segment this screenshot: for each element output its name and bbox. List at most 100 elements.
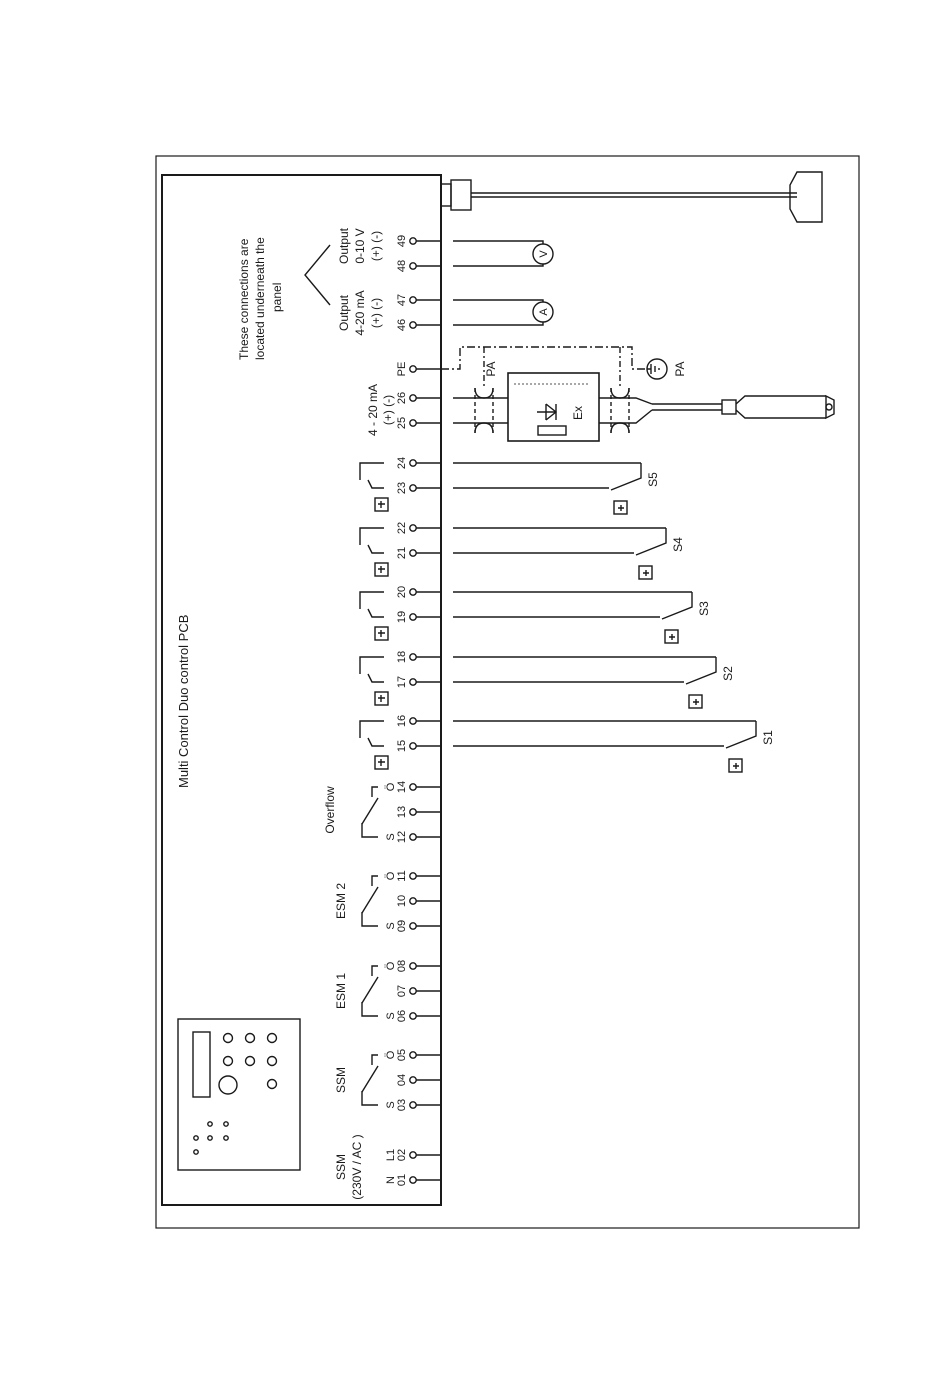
panel-button-icon — [222, 1032, 234, 1044]
panel-led-icon — [207, 1135, 213, 1141]
terminal-15: 15 — [396, 740, 441, 752]
ex-marker-icon — [728, 758, 743, 773]
ex-marker-icon — [374, 626, 389, 641]
contact-s-label-esm1: S — [385, 1012, 397, 1019]
terminal-label-20: 20 — [396, 586, 408, 598]
group-overflow: Overflow — [323, 786, 337, 834]
resistor-icon — [537, 425, 567, 436]
terminal-label-18: 18 — [396, 651, 408, 663]
terminal-label-26: 26 — [396, 392, 408, 404]
level-sensor-icon — [789, 171, 823, 223]
panel-led-icon — [223, 1135, 229, 1141]
panel-button-icon — [266, 1078, 278, 1090]
terminal-pe: PE — [396, 362, 441, 376]
terminal-label-49: 49 — [396, 235, 408, 247]
terminal-03: 03 — [396, 1099, 441, 1111]
contact-s-label-esm2: S — [385, 922, 397, 929]
terminal-label-07: 07 — [396, 985, 408, 997]
relay-contact-ssm: SÖ — [361, 1050, 397, 1109]
internal-bridge-19-20 — [359, 591, 389, 641]
ex-barrier: Ex — [507, 372, 600, 442]
switch-label-s4: S4 — [671, 537, 685, 552]
terminal-label-08: 08 — [396, 960, 408, 972]
switch-loop-s5: S5 — [453, 462, 660, 515]
ex-label: Ex — [571, 406, 585, 420]
terminal-02: 02 — [396, 1149, 441, 1161]
contact-o-label-ssm: Ö — [385, 1050, 397, 1059]
voltmeter: V — [532, 243, 554, 265]
control-panel — [177, 1018, 301, 1171]
terminal-label-13: 13 — [396, 806, 408, 818]
contact-o-label-esm2: Ö — [385, 871, 397, 880]
note-line-3: panel — [270, 283, 284, 312]
cable-shields — [474, 387, 630, 434]
terminal-17: 17 — [396, 676, 441, 688]
terminal-label-15: 15 — [396, 740, 408, 752]
terminal-25: 25 — [396, 417, 441, 429]
internal-bridge-21-22 — [359, 527, 389, 577]
ex-marker-icon — [374, 497, 389, 512]
ex-marker-icon — [613, 500, 628, 515]
terminal-label-19: 19 — [396, 611, 408, 623]
group-ssm: SSM — [334, 1067, 348, 1093]
analog-wiring — [453, 240, 544, 424]
group-output-ma-line-3: (+) (-) — [369, 298, 383, 328]
panel-button-icon — [244, 1055, 256, 1067]
switch-loop-s4: S4 — [453, 527, 685, 580]
group-ssm-power-line-2: (230V / AC ) — [350, 1134, 364, 1199]
terminal-label-01: 01 — [396, 1174, 408, 1186]
group-output-ma-line-1: Output — [337, 294, 351, 331]
terminal-01: 01 — [396, 1174, 441, 1186]
terminal-label-14: 14 — [396, 781, 408, 793]
panel-button-icon — [222, 1055, 234, 1067]
panel-button-icon — [266, 1032, 278, 1044]
switch-label-s5: S5 — [646, 472, 660, 487]
terminal-label-02: 02 — [396, 1149, 408, 1161]
terminal-label-03: 03 — [396, 1099, 408, 1111]
terminal-16: 16 — [396, 715, 441, 727]
terminal-46: 46 — [396, 319, 441, 331]
pa-earthing — [441, 346, 668, 388]
switch-loop-s3: S3 — [453, 591, 711, 644]
relay-contact-esm1: SÖ — [361, 961, 397, 1020]
terminal-08: 08 — [396, 960, 441, 972]
panel-led-icon — [193, 1149, 199, 1155]
terminal-label-09: 09 — [396, 920, 408, 932]
terminal-label-05: 05 — [396, 1049, 408, 1061]
terminal-label-24: 24 — [396, 457, 408, 469]
terminal-04: 04 — [396, 1074, 441, 1086]
ex-marker-icon — [688, 694, 703, 709]
terminal-label-17: 17 — [396, 676, 408, 688]
relay-contact-overflow: SÖ — [361, 782, 397, 841]
outer-frame — [155, 155, 860, 1229]
switch-loop-s2: S2 — [453, 656, 735, 709]
panel-button-grid — [222, 1032, 278, 1090]
switch-label-s1: S1 — [761, 730, 775, 745]
terminal-label-48: 48 — [396, 260, 408, 272]
terminal-22: 22 — [396, 522, 441, 534]
group-esm2: ESM 2 — [334, 883, 348, 919]
terminal-14: 14 — [396, 781, 441, 793]
zener-diode-icon — [537, 403, 558, 421]
terminal-label-12: 12 — [396, 831, 408, 843]
panel-led-grid — [193, 1121, 229, 1155]
terminal-label-16: 16 — [396, 715, 408, 727]
terminal-label-22: 22 — [396, 522, 408, 534]
terminal-label-47: 47 — [396, 294, 408, 306]
cable-gland — [440, 171, 823, 223]
internal-bridge-17-18 — [359, 656, 389, 706]
pcb-board — [161, 174, 442, 1206]
ammeter-icon: A — [538, 308, 550, 316]
terminal-label-10: 10 — [396, 895, 408, 907]
terminal-24: 24 — [396, 457, 441, 469]
group-ssm-power-line-1: SSM — [334, 1154, 348, 1180]
note-bracket — [304, 244, 331, 306]
group-analog-input-line-2: (+) (-) — [381, 395, 395, 425]
note-line-2: located underneath the — [253, 237, 267, 360]
terminal-23: 23 — [396, 482, 441, 494]
switch-label-s2: S2 — [721, 666, 735, 681]
note-underneath-panel: These connections are located underneath… — [237, 237, 284, 360]
field-wiring: S1 S2 S3 S4 S5 — [453, 240, 775, 773]
terminal-label-11: 11 — [396, 870, 408, 881]
terminal-21: 21 — [396, 547, 441, 559]
